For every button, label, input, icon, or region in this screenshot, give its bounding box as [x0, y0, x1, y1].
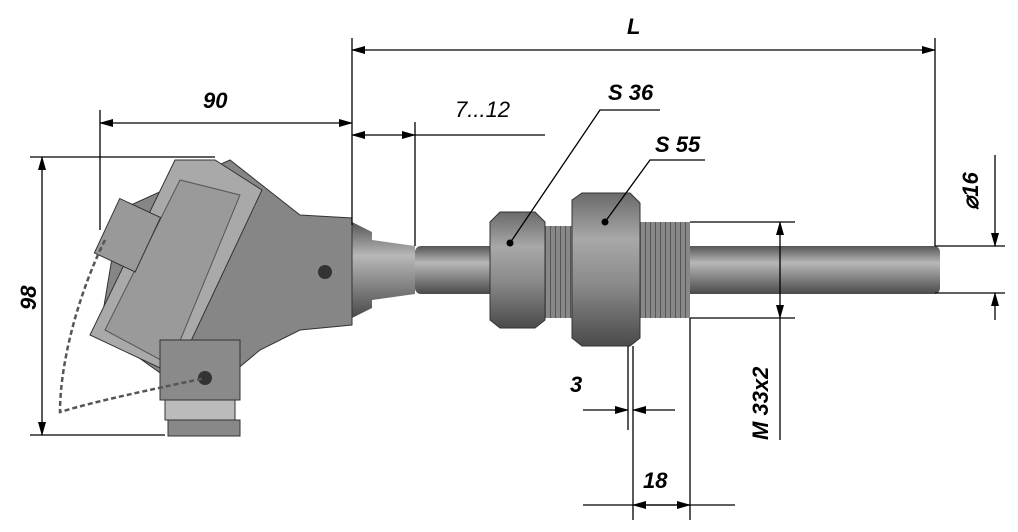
- dimension-lines: [38, 46, 999, 509]
- label-head-width: 90: [203, 88, 228, 113]
- thread-b: [640, 222, 690, 318]
- extension-lines: [30, 38, 1005, 520]
- label-gap: 3: [570, 372, 582, 397]
- label-neck: 7...12: [455, 97, 510, 122]
- neck-tube: [352, 222, 415, 318]
- thread-a: [545, 226, 572, 318]
- label-thread: M 33x2: [748, 366, 773, 440]
- label-thread-length: 18: [643, 468, 668, 493]
- label-head-height: 98: [16, 285, 41, 310]
- label-length: L: [627, 14, 640, 39]
- nut-s36: [489, 211, 546, 329]
- label-diameter: ⌀16: [958, 172, 983, 210]
- cable-gland: [159, 339, 241, 401]
- chain: [58, 239, 206, 414]
- label-nut-s55: S 55: [655, 132, 701, 157]
- nut-s55: [571, 192, 641, 347]
- thermocouple-body: [58, 159, 940, 437]
- cap: [93, 197, 162, 273]
- label-nut-s36: S 36: [608, 80, 654, 105]
